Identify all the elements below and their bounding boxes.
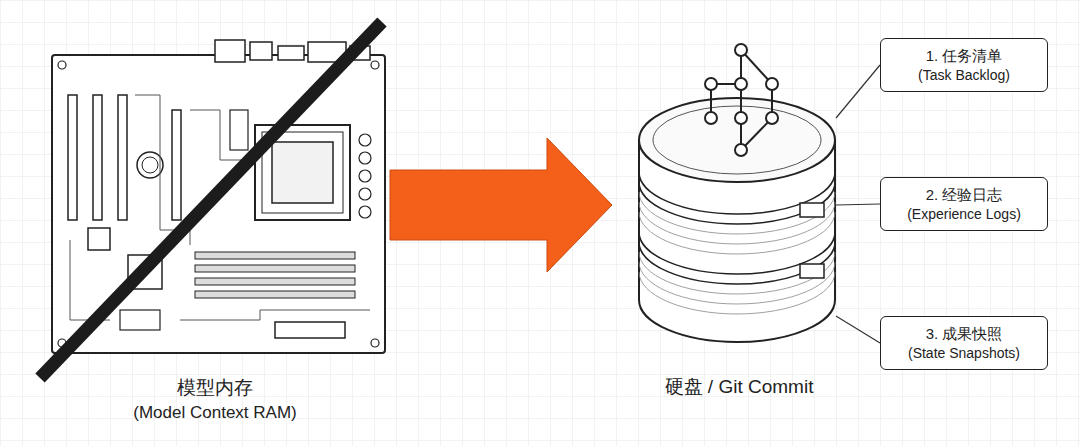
- capacitor: [359, 206, 371, 218]
- block-arrow: [390, 138, 612, 272]
- callout-title: 3. 成果快照: [926, 324, 1003, 344]
- ram-slot: [195, 291, 355, 298]
- cmos-battery: [142, 157, 158, 173]
- disk-slot: [800, 264, 824, 278]
- leader-line: [836, 316, 880, 343]
- capacitor: [359, 170, 371, 182]
- io-port: [215, 40, 245, 62]
- disk-illustration: [639, 44, 835, 342]
- graph-node: [735, 112, 747, 124]
- disk-platter: [639, 262, 835, 304]
- caption-title: 硬盘 / Git Commit: [665, 374, 814, 400]
- graph-node: [735, 44, 747, 56]
- trace: [180, 310, 370, 320]
- cpu-chip: [272, 142, 333, 203]
- disk-stack: 硬盘 / Git Commit: [612, 30, 836, 400]
- callout-subtitle: (State Snapshots): [908, 344, 1020, 362]
- cmos-battery: [137, 152, 163, 178]
- capacitor: [359, 134, 371, 146]
- disk-platter: [639, 192, 835, 234]
- caption-subtitle: (Model Context RAM): [133, 401, 296, 425]
- vrm-block: [230, 110, 248, 150]
- callout-subtitle: (Experience Logs): [907, 205, 1021, 223]
- disk-platter: [639, 202, 835, 244]
- chip: [88, 228, 110, 250]
- pcie-slot: [118, 95, 127, 220]
- mount-hole: [371, 339, 379, 347]
- graph-node: [766, 78, 778, 90]
- disk-platter: [639, 252, 835, 294]
- ram-slot: [195, 252, 355, 259]
- io-port: [278, 46, 304, 60]
- disk-top: [639, 98, 835, 182]
- leader-line: [836, 204, 880, 205]
- strike-through: [40, 22, 382, 378]
- memory-board: 模型内存(Model Context RAM): [40, 20, 390, 425]
- graph-node: [735, 78, 747, 90]
- power-connector: [275, 322, 345, 338]
- trace: [190, 110, 250, 160]
- graph-node: [705, 112, 717, 124]
- pcie-slot: [172, 110, 181, 220]
- mount-hole: [58, 61, 66, 69]
- disk-slot: [800, 203, 824, 217]
- cpu-socket-frame: [262, 132, 343, 213]
- disk-band: [639, 182, 835, 224]
- disk-band: [639, 242, 835, 284]
- io-port: [250, 42, 272, 60]
- disk-top-ring: [653, 106, 821, 174]
- callout-subtitle: (Task Backlog): [918, 66, 1010, 84]
- mount-hole: [371, 61, 379, 69]
- ram-slot: [195, 278, 355, 285]
- commit-graph: [705, 44, 778, 156]
- caption-title: 模型内存: [177, 375, 253, 401]
- graph-node: [766, 112, 778, 124]
- motherboard-illustration: [40, 22, 385, 378]
- pcie-slot: [93, 95, 102, 220]
- ram-slot: [195, 265, 355, 272]
- pcie-slot: [68, 95, 77, 220]
- callout-box: 2. 经验日志(Experience Logs): [880, 177, 1048, 231]
- disk-platter: [639, 212, 835, 254]
- callout-box: 3. 成果快照(State Snapshots): [880, 316, 1048, 370]
- graph-node: [705, 78, 717, 90]
- callout-title: 1. 任务清单: [926, 46, 1003, 66]
- header: [120, 310, 160, 330]
- callout-title: 2. 经验日志: [926, 185, 1003, 205]
- leader-line: [836, 65, 880, 118]
- edge-group: [390, 65, 880, 343]
- capacitor: [359, 152, 371, 164]
- graph-node: [735, 144, 747, 156]
- callout-box: 1. 任务清单(Task Backlog): [880, 38, 1048, 92]
- capacitor: [359, 188, 371, 200]
